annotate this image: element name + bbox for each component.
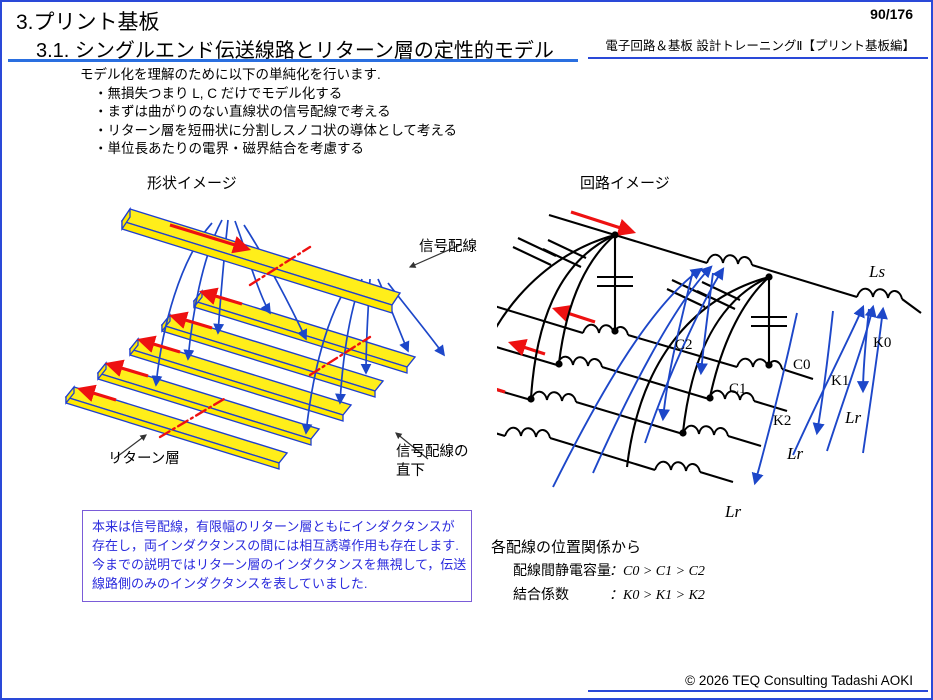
current-arrow-signal: [169, 223, 252, 254]
circuit-diagram-caption: 回路イメージ: [580, 175, 670, 192]
signal-trace: [120, 206, 402, 314]
intro-bullet-3: ・リターン層を短冊状に分割しスノコ状の導体として考える: [94, 122, 458, 138]
section-line-bottom: [158, 397, 226, 439]
capacitor-group-left: [497, 233, 633, 399]
inductor-label-lr-3: Lr: [724, 502, 741, 521]
current-arrow-return-a: [551, 305, 596, 324]
circuit-node-rail-c1: [527, 395, 535, 403]
course-title: 電子回路＆基板 設計トレーニングⅡ【プリント基板編】: [605, 39, 915, 53]
leader-signal: [408, 244, 461, 268]
note-box: 本来は信号配線，有限幅のリターン層ともにインダクタンスが 存在し，両インダクタン…: [82, 510, 472, 602]
shape-diagram: [64, 206, 461, 470]
label-directly-under: 信号配線の 直下: [396, 443, 469, 481]
capacitor-group-mid: [625, 275, 787, 468]
current-arrow-return-c: [497, 387, 506, 394]
cap-label-c1: C1: [729, 381, 747, 397]
intro-bullet-2: ・まずは曲がりのない直線状の信号配線で考える: [94, 104, 391, 119]
cap-label-c0: C0: [793, 357, 811, 373]
circuit-node-rail-c2: [679, 429, 687, 437]
current-arrow-top: [570, 210, 637, 237]
chapter-title: 3.プリント基板: [16, 11, 160, 34]
relation-label-coupling: 結合係数: [513, 586, 569, 602]
section-line-top: [248, 245, 312, 287]
intro-text-block: モデル化を理解のために以下の単純化を行います. ・無損失つまり L, C だけで…: [80, 66, 457, 159]
current-arrow-return-5: [198, 287, 243, 306]
leader-return: [113, 434, 147, 460]
inductor-label-ls: Ls: [868, 262, 885, 281]
circuit-node-top-2: [765, 273, 773, 281]
relation-value-capacitance: ：C0 > C1 > C2: [609, 564, 705, 579]
coupling-label-k2: K2: [773, 413, 791, 429]
footer-copyright: © 2026 TEQ Consulting Tadashi AOKI: [685, 673, 913, 688]
signal-rail: [548, 213, 922, 314]
return-rail-2: [497, 346, 788, 413]
circuit-node-rail-b2: [706, 394, 714, 402]
title-divider: [8, 59, 578, 62]
current-arrow-return-3: [136, 335, 181, 354]
intro-bullet-4: ・単位長あたりの電界・磁界結合を考慮する: [94, 141, 364, 156]
shape-diagram-caption: 形状イメージ: [147, 175, 237, 192]
relation-label-capacitance: 配線間静電容量: [513, 562, 611, 578]
page-number: 90/176: [870, 6, 913, 22]
label-directly-under-line2: 直下: [396, 463, 425, 479]
return-rail-3: [497, 389, 762, 448]
return-rail-4: [497, 426, 734, 484]
header-divider: [588, 57, 928, 59]
intro-bullet-1: ・無損失つまり L, C だけでモデル化する: [94, 85, 343, 101]
relation-row-capacitance: 配線間静電容量：C0 > C1 > C2: [513, 559, 705, 583]
relations-heading: 各配線の位置関係から: [491, 539, 642, 556]
circuit-node-rail-a1: [611, 327, 619, 335]
label-directly-under-line1: 信号配線の: [396, 444, 469, 460]
coupling-label-k1: K1: [831, 373, 849, 389]
section-title: 3.1. シングルエンド伝送線路とリターン層の定性的モデル: [36, 40, 554, 62]
intro-lead: モデル化を理解のために以下の単純化を行います.: [80, 67, 381, 82]
current-arrow-return-2: [104, 359, 149, 378]
leader-under: [395, 432, 429, 460]
footer-divider: [588, 690, 928, 692]
section-line-mid: [308, 335, 372, 377]
inductor-label-lr-2: Lr: [786, 444, 803, 463]
coupling-label-k0: K0: [873, 335, 891, 351]
note-line-3: 今までの説明ではリターン層のインダクタンスを無視して，伝送: [92, 557, 467, 572]
note-line-4: 線路側のみのインダクタンスを表していました.: [92, 576, 368, 591]
coupling-arrows: [552, 265, 888, 488]
current-arrow-return-4: [168, 311, 213, 330]
cap-label-c2: C2: [675, 337, 693, 353]
label-return-layer: リターン層: [108, 451, 180, 467]
relations-block: 各配線の位置関係から 配線間静電容量：C0 > C1 > C2 結合係数 ：K0 …: [491, 536, 705, 607]
circuit-diagram: C2 C1 C0 K2 K1 K0 Ls Lr Lr Lr: [497, 210, 922, 521]
note-line-1: 本来は信号配線，有限幅のリターン層ともにインダクタンスが: [92, 519, 455, 534]
note-line-2: 存在し，両インダクタンスの間には相互誘導作用も存在します.: [92, 538, 459, 553]
label-signal-trace: 信号配線: [419, 239, 477, 255]
current-arrow-return-b: [507, 339, 546, 357]
return-strip-1: [64, 385, 289, 470]
circuit-node-top-1: [611, 231, 619, 239]
relation-value-coupling: ：K0 > K1 > K2: [609, 588, 705, 603]
current-arrow-return-1: [76, 384, 117, 402]
inductor-label-lr-1: Lr: [844, 408, 861, 427]
relation-row-coupling: 結合係数 ：K0 > K1 > K2: [513, 583, 705, 607]
circuit-node-rail-b1: [555, 360, 563, 368]
circuit-node-rail-a2: [765, 361, 773, 369]
